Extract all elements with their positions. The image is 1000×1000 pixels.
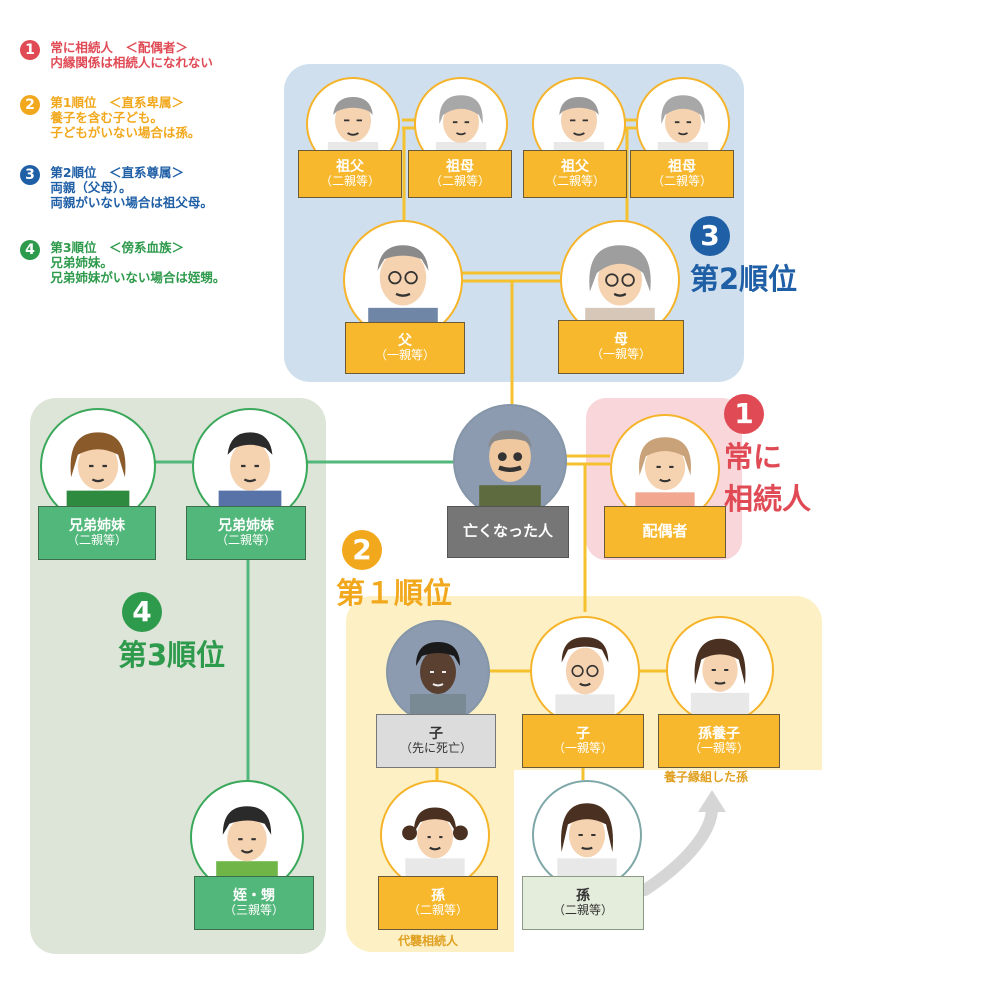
person-kinship: （二親等）: [429, 174, 490, 189]
legend-line: 両親（父母）。: [50, 180, 132, 195]
adopted-grandchild-avatar: [666, 616, 774, 724]
person-name: 祖母: [668, 159, 696, 176]
grandchild-avatar: [532, 780, 642, 890]
rank-badge: 4: [122, 592, 162, 632]
person-name: 子: [576, 726, 590, 743]
person-name: 父: [398, 333, 412, 350]
adoption-arrow: [639, 802, 718, 896]
legend-line: 兄弟姉妹がいない場合は姪甥。: [50, 270, 226, 285]
legend-badge: 3: [20, 165, 40, 185]
person-name: 孫: [576, 888, 590, 905]
legend-line: 兄弟姉妹。: [50, 255, 113, 270]
child-deceased-avatar: [386, 620, 490, 724]
person-name: 母: [614, 332, 628, 349]
legend-badge: 4: [20, 240, 40, 260]
legend-item-spouse: 1 常に相続人 ＜配偶者＞ 内縁関係は相続人になれない: [20, 40, 213, 70]
grandchild-heir-avatar: [380, 780, 490, 890]
legend-line: 第3順位 ＜傍系血族＞: [50, 240, 185, 255]
rank-badge: 2: [342, 530, 382, 570]
label-spouse: 配偶者: [604, 506, 726, 558]
label-child-deceased: 子 （先に死亡）: [376, 714, 496, 768]
rank-spouse-heading: 1 常に 相続人: [724, 394, 811, 518]
rank-title: 第2順位: [690, 262, 798, 296]
person-kinship: （一親等）: [374, 348, 435, 363]
legend-line: 内縁関係は相続人になれない: [50, 55, 213, 70]
label-grandchild-heir: 孫 （二親等）: [378, 876, 498, 930]
rank-third-heading: 4 第3順位: [118, 592, 225, 674]
person-name: 祖父: [336, 159, 364, 176]
person-name: 孫: [431, 888, 445, 905]
person-name: 亡くなった人: [462, 522, 553, 541]
person-kinship: （一親等）: [590, 347, 651, 362]
label-grandmother: 祖母 （二親等）: [408, 150, 512, 198]
label-father: 父 （一親等）: [345, 322, 465, 374]
label-child: 子 （一親等）: [522, 714, 644, 768]
rank-first-heading: 2 第１順位: [336, 530, 452, 612]
person-name: 祖父: [561, 159, 589, 176]
rank-badge: 1: [724, 394, 764, 434]
person-name: 孫養子: [698, 726, 740, 743]
rank-second-heading: 3 第2順位: [690, 216, 797, 298]
legend-line: 常に相続人 ＜配偶者＞: [50, 40, 188, 55]
legend-line: 両親がいない場合は祖父母。: [50, 195, 213, 210]
adoption-note: 養子縁組した孫: [664, 770, 749, 784]
rank-title: 常に: [724, 440, 783, 474]
person-kinship: （先に死亡）: [399, 741, 472, 756]
person-kinship: （二親等）: [66, 533, 127, 548]
representation-note: 代襲相続人: [398, 934, 459, 948]
father-avatar: [343, 220, 463, 340]
person-name: 配偶者: [642, 522, 688, 541]
rank-badge: 3: [690, 216, 730, 256]
person-kinship: （二親等）: [407, 903, 468, 918]
rank-title: 第１順位: [336, 576, 453, 610]
person-kinship: （二親等）: [319, 174, 380, 189]
label-sibling: 兄弟姉妹 （二親等）: [38, 506, 156, 560]
label-grandchild: 孫 （二親等）: [522, 876, 644, 930]
person-kinship: （二親等）: [215, 533, 276, 548]
person-kinship: （二親等）: [651, 174, 712, 189]
rank-title: 第3順位: [118, 638, 226, 672]
person-kinship: （一親等）: [688, 741, 749, 756]
person-name: 姪・甥: [233, 888, 275, 905]
label-grandmother: 祖母 （二親等）: [630, 150, 734, 198]
deceased-avatar: [453, 404, 567, 518]
legend-line: 養子を含む子ども。: [50, 110, 163, 125]
label-deceased: 亡くなった人: [447, 506, 569, 558]
label-adopted-grandchild: 孫養子 （一親等）: [658, 714, 780, 768]
child-avatar: [530, 616, 640, 726]
label-mother: 母 （一親等）: [558, 320, 684, 374]
label-sibling: 兄弟姉妹 （二親等）: [186, 506, 306, 560]
legend-badge: 2: [20, 95, 40, 115]
person-kinship: （三親等）: [223, 903, 284, 918]
person-name: 兄弟姉妹: [218, 518, 274, 535]
legend-item-first: 2 第1順位 ＜直系卑属＞ 養子を含む子ども。 子どもがいない場合は孫。: [20, 95, 200, 140]
person-name: 子: [429, 726, 443, 743]
label-grandfather: 祖父 （二親等）: [523, 150, 627, 198]
person-kinship: （二親等）: [552, 903, 613, 918]
legend-item-second: 3 第2順位 ＜直系尊属＞ 両親（父母）。 両親がいない場合は祖父母。: [20, 165, 213, 210]
person-kinship: （二親等）: [544, 174, 605, 189]
label-nephew: 姪・甥 （三親等）: [194, 876, 314, 930]
person-name: 兄弟姉妹: [69, 518, 125, 535]
legend-item-third: 4 第3順位 ＜傍系血族＞ 兄弟姉妹。 兄弟姉妹がいない場合は姪甥。: [20, 240, 225, 285]
legend-line: 第2順位 ＜直系尊属＞: [50, 165, 185, 180]
legend-line: 第1順位 ＜直系卑属＞: [50, 95, 185, 110]
label-grandfather: 祖父 （二親等）: [298, 150, 402, 198]
person-kinship: （一親等）: [552, 741, 613, 756]
person-name: 祖母: [446, 159, 474, 176]
legend-line: 子どもがいない場合は孫。: [50, 125, 201, 140]
rank-title: 相続人: [724, 482, 812, 516]
legend-badge: 1: [20, 40, 40, 60]
